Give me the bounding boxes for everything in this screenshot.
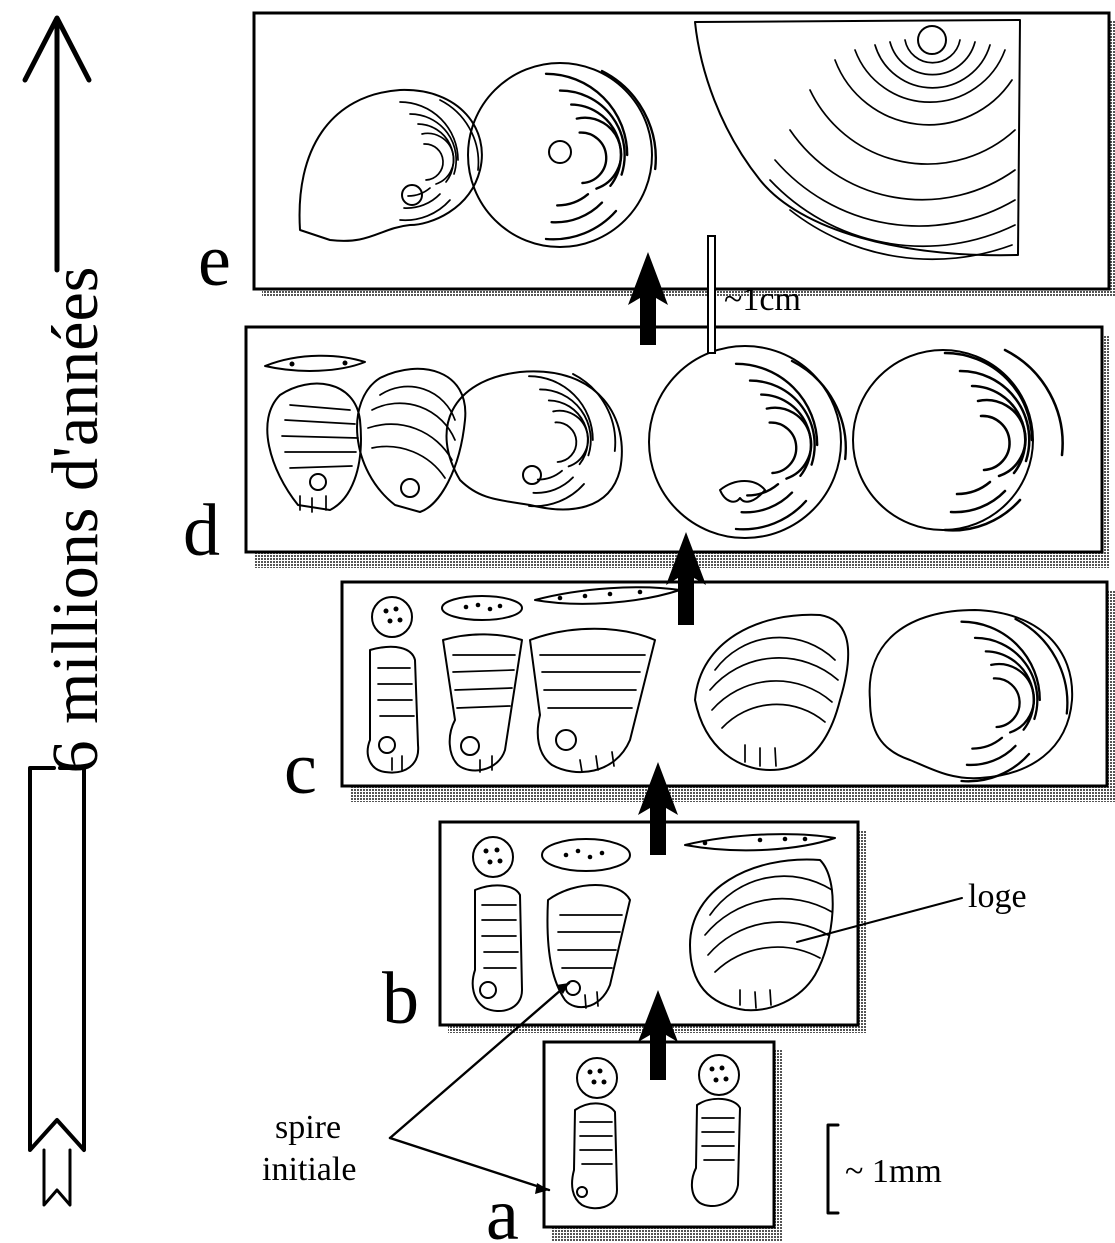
panel-c	[342, 582, 1107, 786]
stage-letter-d: d	[183, 490, 220, 572]
panel-b	[440, 822, 858, 1025]
loge-label: loge	[968, 878, 1027, 915]
stage-letter-a: a	[486, 1174, 519, 1243]
scale-label-small: ~ 1mm	[845, 1153, 942, 1190]
stage-letter-e: e	[198, 220, 231, 302]
spire-label-line2: initiale	[262, 1151, 356, 1188]
stage-letter-b: b	[382, 958, 419, 1040]
scale-label-large: ~1cm	[724, 281, 801, 318]
time-axis-label: 6 millions d'années	[39, 267, 112, 774]
spire-label-line1: spire	[275, 1109, 341, 1146]
scale-bar-small	[828, 1125, 838, 1213]
panel-e	[254, 13, 1109, 289]
panel-d	[246, 327, 1102, 552]
stage-letter-c: c	[284, 728, 317, 810]
scale-bar-large	[708, 236, 715, 353]
